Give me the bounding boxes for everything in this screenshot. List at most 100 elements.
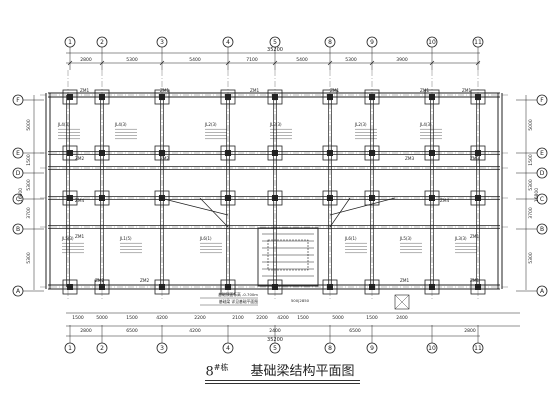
column-footing <box>154 89 170 105</box>
axis-bubble-top-label: 10 <box>428 39 436 46</box>
axis-bubble-bottom-label: 3 <box>160 345 164 352</box>
column <box>327 284 333 290</box>
dim-overall-top: 35200 <box>267 47 283 53</box>
column-label: ZM3 <box>405 156 414 161</box>
column <box>429 195 435 201</box>
dim-overall-bottom: 35200 <box>267 337 283 343</box>
beam-tag: JL2(3) <box>204 122 217 127</box>
column-footing <box>322 279 338 295</box>
column <box>429 94 435 100</box>
axis-bubble-left-label: B <box>16 226 20 233</box>
column-footing <box>424 89 440 105</box>
axis-bubble-bottom-label: 11 <box>474 345 482 352</box>
column <box>159 94 165 100</box>
column-footing <box>424 190 440 206</box>
column <box>429 150 435 156</box>
stair-core <box>257 227 319 287</box>
axis-bubble-left-label: A <box>16 288 21 295</box>
axis-bubble-bottom-label: 1 <box>68 345 72 352</box>
dim-left: 5300 <box>26 179 32 191</box>
axis-bubble-left-label: C <box>16 196 20 203</box>
footing-detail <box>394 294 410 310</box>
drawing-caption: 8#栋 基础梁结构平面图 <box>0 360 560 379</box>
column <box>272 195 278 201</box>
dim-right: 5300 <box>528 179 534 191</box>
column <box>159 195 165 201</box>
column-footing <box>470 279 486 295</box>
column-footing <box>424 145 440 161</box>
column-label: ZM1 <box>470 234 479 239</box>
column <box>99 94 105 100</box>
column <box>369 195 375 201</box>
column-footing <box>364 190 380 206</box>
axis-bubble-top-label: 8 <box>328 39 332 46</box>
axis-bubble-left-label: E <box>16 150 20 157</box>
dim-bottom-2: 2800 <box>464 328 476 334</box>
beam-tag: JL4(3) <box>419 122 432 127</box>
dim-left: 3700 <box>26 207 32 219</box>
column <box>272 94 278 100</box>
column-footing <box>154 145 170 161</box>
column-label: ZM1 <box>330 88 339 93</box>
column <box>327 150 333 156</box>
diagonal-beam <box>159 197 229 216</box>
column-label: ZM1 <box>80 88 89 93</box>
dim-bottom-2: 2800 <box>80 328 92 334</box>
dim-bottom-1: 2200 <box>256 315 268 321</box>
column-footing <box>322 190 338 206</box>
column-footing <box>364 279 380 295</box>
dim-bottom-1: 5000 <box>96 315 108 321</box>
column <box>67 195 73 201</box>
dim-right: 1500 <box>528 154 534 166</box>
dim-tick-top <box>475 60 481 66</box>
axis-bubble-left-label: D <box>16 170 21 177</box>
dim-tick-top <box>99 60 105 66</box>
column <box>67 94 73 100</box>
axis-bubble-bottom-label: 5 <box>273 345 277 352</box>
axis-bubble-bottom-label: 8 <box>328 345 332 352</box>
diagonal-beam <box>329 197 396 216</box>
dim-top: 2800 <box>80 57 92 63</box>
dim-tick-top <box>369 60 375 66</box>
drawing-title: 基础梁结构平面图 <box>250 364 355 379</box>
diagonal-beam <box>199 197 229 228</box>
axis-bubble-right-label: E <box>540 150 544 157</box>
column-label: ZM2 <box>75 156 84 161</box>
small-dim: 500|2850 <box>291 298 310 303</box>
dim-bottom-2: 6500 <box>349 328 361 334</box>
beam-tag: JL6(1) <box>199 236 212 241</box>
column-footing <box>94 279 110 295</box>
axis-bubble-top-label: 4 <box>226 39 230 46</box>
column <box>99 284 105 290</box>
column-footing <box>94 145 110 161</box>
column-footing <box>267 89 283 105</box>
title-underline-2 <box>205 383 360 384</box>
dim-tick-top <box>225 60 231 66</box>
building-number: 8#栋 <box>205 362 229 379</box>
column <box>475 94 481 100</box>
beam-tag: JL5(3) <box>61 236 74 241</box>
column-label: ZM1 <box>470 278 479 283</box>
column-footing <box>154 190 170 206</box>
beam-tag: JL3(3) <box>454 236 467 241</box>
axis-bubble-bottom-label: 9 <box>370 345 374 352</box>
column <box>327 94 333 100</box>
column-footing <box>364 89 380 105</box>
column-label: ZM4 <box>440 198 449 203</box>
column <box>99 150 105 156</box>
dim-top: 3900 <box>396 57 408 63</box>
column-footing <box>62 279 78 295</box>
column-footing <box>220 89 236 105</box>
column <box>429 284 435 290</box>
dim-right: 5300 <box>528 252 534 264</box>
dim-bottom-1: 1500 <box>72 315 84 321</box>
dim-bottom-1: 2200 <box>194 315 206 321</box>
axis-bubble-right-label: D <box>540 170 545 177</box>
column-label: ZM4 <box>75 198 84 203</box>
column-footing <box>424 279 440 295</box>
beam-tag: JL1(5) <box>119 236 132 241</box>
dim-tick-top <box>327 60 333 66</box>
column <box>225 284 231 290</box>
column-label: ZM1 <box>420 88 429 93</box>
